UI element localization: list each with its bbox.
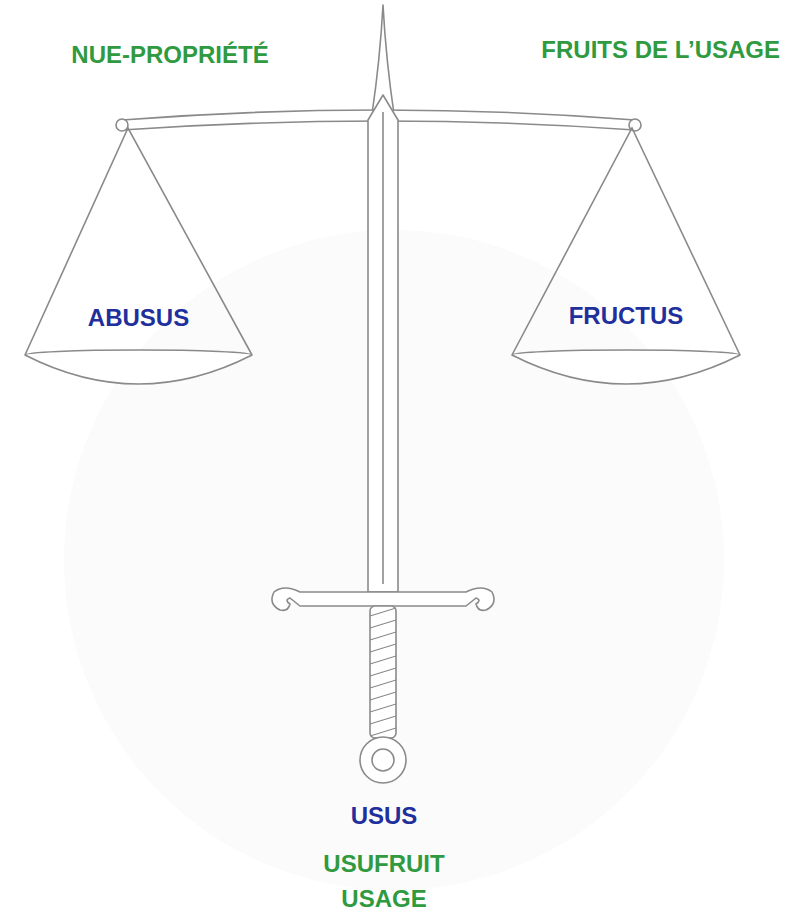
blade-fuller <box>382 112 384 584</box>
pan-bowl <box>25 355 252 384</box>
scale-pan: FRUCTUS <box>505 122 747 394</box>
sword-pommel <box>360 737 406 783</box>
grip-wrap <box>370 608 396 736</box>
scale-pan: ABUSUS <box>20 122 260 394</box>
term-label: USUFRUIT <box>323 852 444 876</box>
pan-term: FRUCTUS <box>569 304 684 328</box>
pan-strings <box>25 128 252 355</box>
term-label: NUE-PROPRIÉTÉ <box>71 43 268 67</box>
pan-outline <box>505 122 747 394</box>
pan-term: ABUSUS <box>88 306 189 330</box>
pan-outline <box>20 122 260 394</box>
pommel-boss <box>372 749 394 771</box>
term-label: USAGE <box>341 887 426 911</box>
term-label: USUS <box>351 804 418 828</box>
term-label: FRUITS DE L’USAGE <box>541 38 780 62</box>
beam-end <box>116 119 128 131</box>
sword-grip <box>370 606 396 738</box>
sword-blade <box>368 95 398 592</box>
pan-bowl <box>512 355 740 384</box>
pan-strings <box>512 128 740 355</box>
